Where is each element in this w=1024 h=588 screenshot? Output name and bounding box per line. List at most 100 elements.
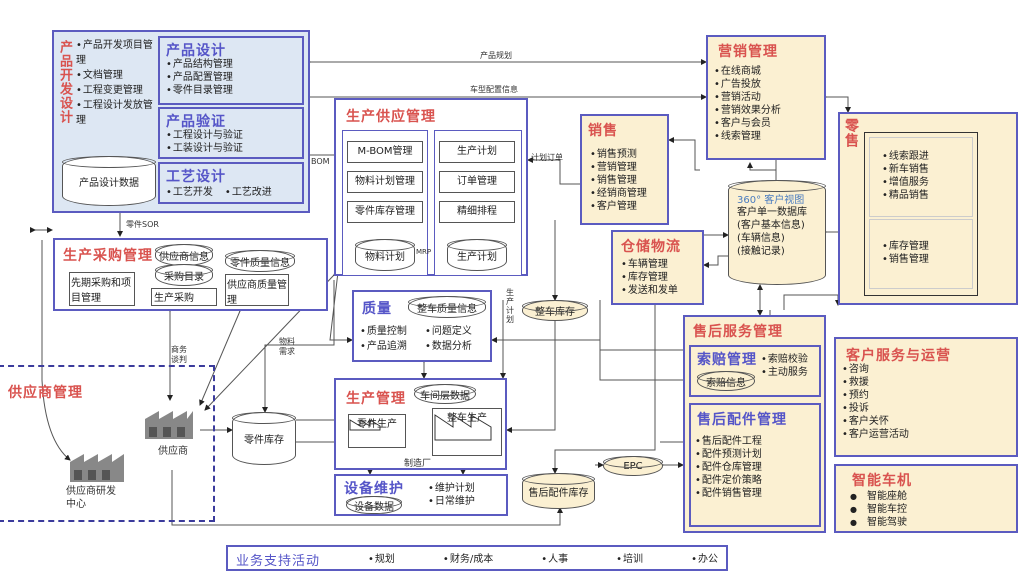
list-item: 线索跟进 <box>882 150 929 163</box>
retail-inner: 线索跟进新车销售增值服务精品销售 库存管理销售管理 <box>864 132 978 296</box>
claim-info-db: 索赔信息 <box>697 371 755 391</box>
label-plan-order: 计划订单 <box>531 153 563 162</box>
customer-service-box: 客户服务与运营 咨询救援预约投诉客户关怀客户运营活动 <box>834 337 1018 457</box>
list-item: 销售管理 <box>590 174 647 187</box>
aftersales-title: 售后服务管理 <box>693 324 783 340</box>
production-purchasing: 生产采购 <box>151 288 217 306</box>
smart-vehicle-title: 智能车机 <box>852 473 912 489</box>
parts-inventory-management: 零件库存管理 <box>347 201 423 223</box>
process-design-title: 工艺设计 <box>166 169 226 185</box>
list-item: 质量控制 <box>360 324 425 339</box>
list-item: 咨询 <box>842 363 909 376</box>
vehicle-production-label: 整车生产 <box>447 413 487 424</box>
customer-360-title: 360° 客户视图 <box>737 195 805 206</box>
list-item: 工程变更管理 <box>76 83 160 98</box>
aftersales-service-group: 售后服务管理 索赔管理 索赔信息 索赔校验主动服务 售后配件管理 售后配件工程配… <box>683 315 826 533</box>
advance-purchasing: 先期采购和项目管理 <box>69 272 135 306</box>
warehouse-title: 仓储物流 <box>621 239 681 255</box>
marketing-management-box: 营销管理 在线商城广告投放营销活动营销效果分析客户与会员线索管理 <box>706 35 826 160</box>
list-item: 客户与会员 <box>714 117 781 130</box>
production-title: 生产管理 <box>346 391 406 407</box>
label-mrp: MRP <box>416 248 432 256</box>
list-item: 工艺改进 <box>225 186 272 199</box>
product-design-title: 产品设计 <box>166 43 226 59</box>
db-line: (客户基本信息) <box>737 220 805 231</box>
mbom-management: M-BOM管理 <box>347 141 423 163</box>
marketing-title: 营销管理 <box>718 44 778 60</box>
label-product-plan: 产品规划 <box>480 51 512 60</box>
list-item: 配件销售管理 <box>695 487 762 500</box>
retail-bottom-list: 库存管理销售管理 <box>882 240 929 266</box>
small-factory-icon <box>349 419 381 431</box>
list-item: 产品结构管理 <box>166 58 233 71</box>
list-item: 客户管理 <box>590 200 647 213</box>
list-item: 在线商城 <box>714 65 781 78</box>
list-item: 智能驾驶 <box>850 516 907 529</box>
list-item: 日常维护 <box>428 495 475 508</box>
list-item: 产品追溯 <box>360 339 425 354</box>
list-item: 线索管理 <box>714 130 781 143</box>
maintenance-list: 维护计划日常维护 <box>428 482 475 508</box>
quality-title: 质量 <box>362 301 392 317</box>
material-plan-management: 物料计划管理 <box>347 171 423 193</box>
product-verification-title: 产品验证 <box>166 114 226 130</box>
retail-bottom-panel: 库存管理销售管理 <box>869 219 973 289</box>
label-negotiation: 商务谈判 <box>171 345 187 364</box>
supplier-label: 供应商 <box>158 446 188 457</box>
product-development-group: 产品开发设计 产品开发项目管理 文档管理 工程变更管理 工程设计发放管理 产品设… <box>52 30 310 213</box>
list-item: 智能车控 <box>850 503 907 516</box>
warehouse-list: 车辆管理库存管理发送和发单 <box>621 258 678 297</box>
label-material-demand: 物料需求 <box>279 337 295 356</box>
warehouse-logistics-box: 仓储物流 车辆管理库存管理发送和发单 <box>611 230 704 305</box>
parts-quality-db: 零件质量信息 <box>225 250 295 272</box>
claim-title: 索赔管理 <box>697 352 757 368</box>
parts-stock-db: 零件库存 <box>232 412 296 465</box>
list-item: 销售预测 <box>590 148 647 161</box>
rd-center-label: 供应商研发中心 <box>66 486 116 510</box>
marketing-list: 在线商城广告投放营销活动营销效果分析客户与会员线索管理 <box>714 65 781 143</box>
list-item: 工装设计与验证 <box>166 142 243 155</box>
product-design-box: 产品设计 产品结构管理 产品配置管理 零件目录管理 <box>158 36 304 105</box>
product-design-data-db: 产品设计数据 <box>62 156 156 206</box>
list-item: 营销管理 <box>590 161 647 174</box>
list-item: 配件仓库管理 <box>695 461 762 474</box>
supplier-info-db: 供应商信息 <box>155 244 213 266</box>
product-design-list: 产品结构管理 产品配置管理 零件目录管理 <box>166 58 233 97</box>
large-factory-icon <box>434 414 492 441</box>
customer-service-title: 客户服务与运营 <box>846 348 951 364</box>
db-line: (接触记录) <box>737 246 785 257</box>
rd-center-factory-icon <box>70 454 124 482</box>
list-item: 问题定义 <box>425 324 490 339</box>
supplier-quality-management: 供应商质量管理 <box>225 274 289 306</box>
product-development-title: 产品开发设计 <box>57 40 72 124</box>
list-item: 精品销售 <box>882 189 929 202</box>
list-item: 投诉 <box>842 402 909 415</box>
sales-title: 销售 <box>588 123 618 139</box>
equipment-data-db: 设备数据 <box>346 496 402 514</box>
list-item: 库存管理 <box>621 271 678 284</box>
customer-360-db: 360° 客户视图 客户单一数据库 (客户基本信息) (车辆信息) (接触记录) <box>728 180 826 285</box>
list-item: 客户运营活动 <box>842 428 909 441</box>
list-item: 广告投放 <box>714 78 781 91</box>
list-item: 售后配件工程 <box>695 435 762 448</box>
vehicle-production: 整车生产 <box>432 408 502 456</box>
list-item: 客户关怀 <box>842 415 909 428</box>
production-plan: 生产计划 <box>439 141 515 163</box>
list-item: 预约 <box>842 389 909 402</box>
business-support-bar: 业务支持活动 规划财务/成本人事培训办公 <box>226 545 728 571</box>
sales-box: 销售 销售预测营销管理销售管理经销商管理客户管理 <box>580 114 669 225</box>
list-item: 办公 <box>691 553 718 566</box>
list-item: 增值服务 <box>882 176 929 189</box>
purchase-catalog-db: 采购目录 <box>155 264 213 286</box>
db-line: 客户单一数据库 <box>737 207 807 218</box>
list-item: 配件预测计划 <box>695 448 762 461</box>
label-parts-sor: 零件SOR <box>126 220 159 229</box>
list-item: 车辆管理 <box>621 258 678 271</box>
aftersales-parts-list: 售后配件工程配件预测计划配件仓库管理配件定价策略配件销售管理 <box>695 435 762 500</box>
list-item: 发送和发单 <box>621 284 678 297</box>
list-item: 培训 <box>616 553 643 566</box>
purchasing-title: 生产采购管理 <box>63 248 153 264</box>
retail-top-list: 线索跟进新车销售增值服务精品销售 <box>882 150 929 202</box>
retail-top-panel: 线索跟进新车销售增值服务精品销售 <box>869 137 973 217</box>
